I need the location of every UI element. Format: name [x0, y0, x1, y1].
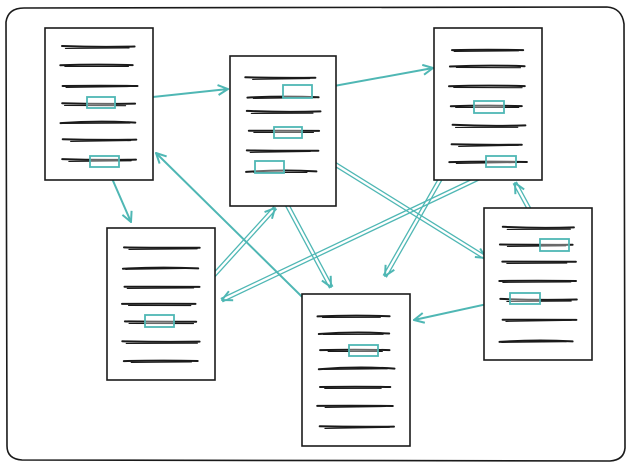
link-anchor-doc-f-10 — [539, 238, 570, 252]
document-page-4 — [106, 227, 216, 381]
link-line — [222, 168, 502, 303]
link-anchor-doc-a-2 — [89, 155, 120, 168]
link-anchor-doc-e-9 — [348, 344, 379, 357]
text-line-stroke — [130, 361, 193, 363]
text-line — [61, 45, 136, 48]
text-line — [59, 63, 134, 67]
document-page-5 — [301, 293, 411, 447]
document-page-3 — [433, 27, 543, 181]
document-page-2 — [229, 55, 337, 207]
text-line-stroke — [70, 140, 132, 142]
text-line — [245, 109, 322, 113]
text-line-stroke — [505, 319, 572, 322]
text-line — [316, 314, 391, 318]
text-line-stroke — [455, 161, 519, 164]
documents-layer — [44, 27, 593, 447]
text-line — [498, 339, 574, 343]
text-line — [61, 138, 138, 141]
link-anchor-doc-b-3 — [282, 84, 313, 99]
text-line-stroke — [126, 287, 195, 289]
text-line — [317, 366, 396, 371]
text-line-stroke — [249, 150, 311, 153]
text-line-stroke — [501, 341, 567, 343]
link-anchor-doc-d-8 — [144, 314, 175, 328]
link-anchor-doc-c-7 — [485, 155, 517, 168]
text-line-stroke — [323, 368, 388, 370]
link-anchor-doc-c-6 — [473, 100, 505, 114]
link-anchor-doc-b-4 — [273, 126, 303, 139]
text-line — [61, 102, 137, 105]
text-line-stroke — [252, 78, 311, 80]
text-line-stroke — [125, 267, 196, 270]
document-border — [433, 27, 543, 181]
text-line-stroke — [458, 144, 519, 147]
text-line-stroke — [506, 245, 567, 247]
anchors-layer — [86, 84, 570, 357]
text-line — [448, 64, 526, 68]
text-line — [59, 120, 137, 125]
text-line — [501, 225, 575, 229]
text-line — [245, 169, 318, 173]
link-line — [220, 165, 500, 300]
text-line — [121, 340, 201, 343]
text-line-stroke — [324, 405, 387, 408]
text-line-stroke — [453, 50, 520, 52]
link-anchor-doc-a-1 — [86, 96, 116, 109]
text-line-stroke — [128, 248, 198, 250]
text-line — [317, 331, 391, 335]
link-anchor-doc-b-5 — [254, 160, 285, 174]
text-line — [61, 158, 137, 161]
text-line — [449, 104, 523, 108]
text-line-stroke — [68, 160, 132, 162]
text-line — [244, 76, 317, 79]
document-page-6 — [483, 207, 593, 361]
text-line — [448, 84, 526, 88]
text-line — [499, 297, 578, 301]
text-line — [450, 143, 523, 146]
link-anchor-doc-f-11 — [509, 292, 541, 305]
text-line-stroke — [65, 85, 131, 88]
text-line — [451, 123, 527, 127]
text-line-stroke — [324, 426, 391, 429]
document-page-1 — [44, 27, 154, 181]
link-arrow-doc-c-to-doc-d — [220, 165, 502, 303]
document-border — [483, 207, 593, 361]
